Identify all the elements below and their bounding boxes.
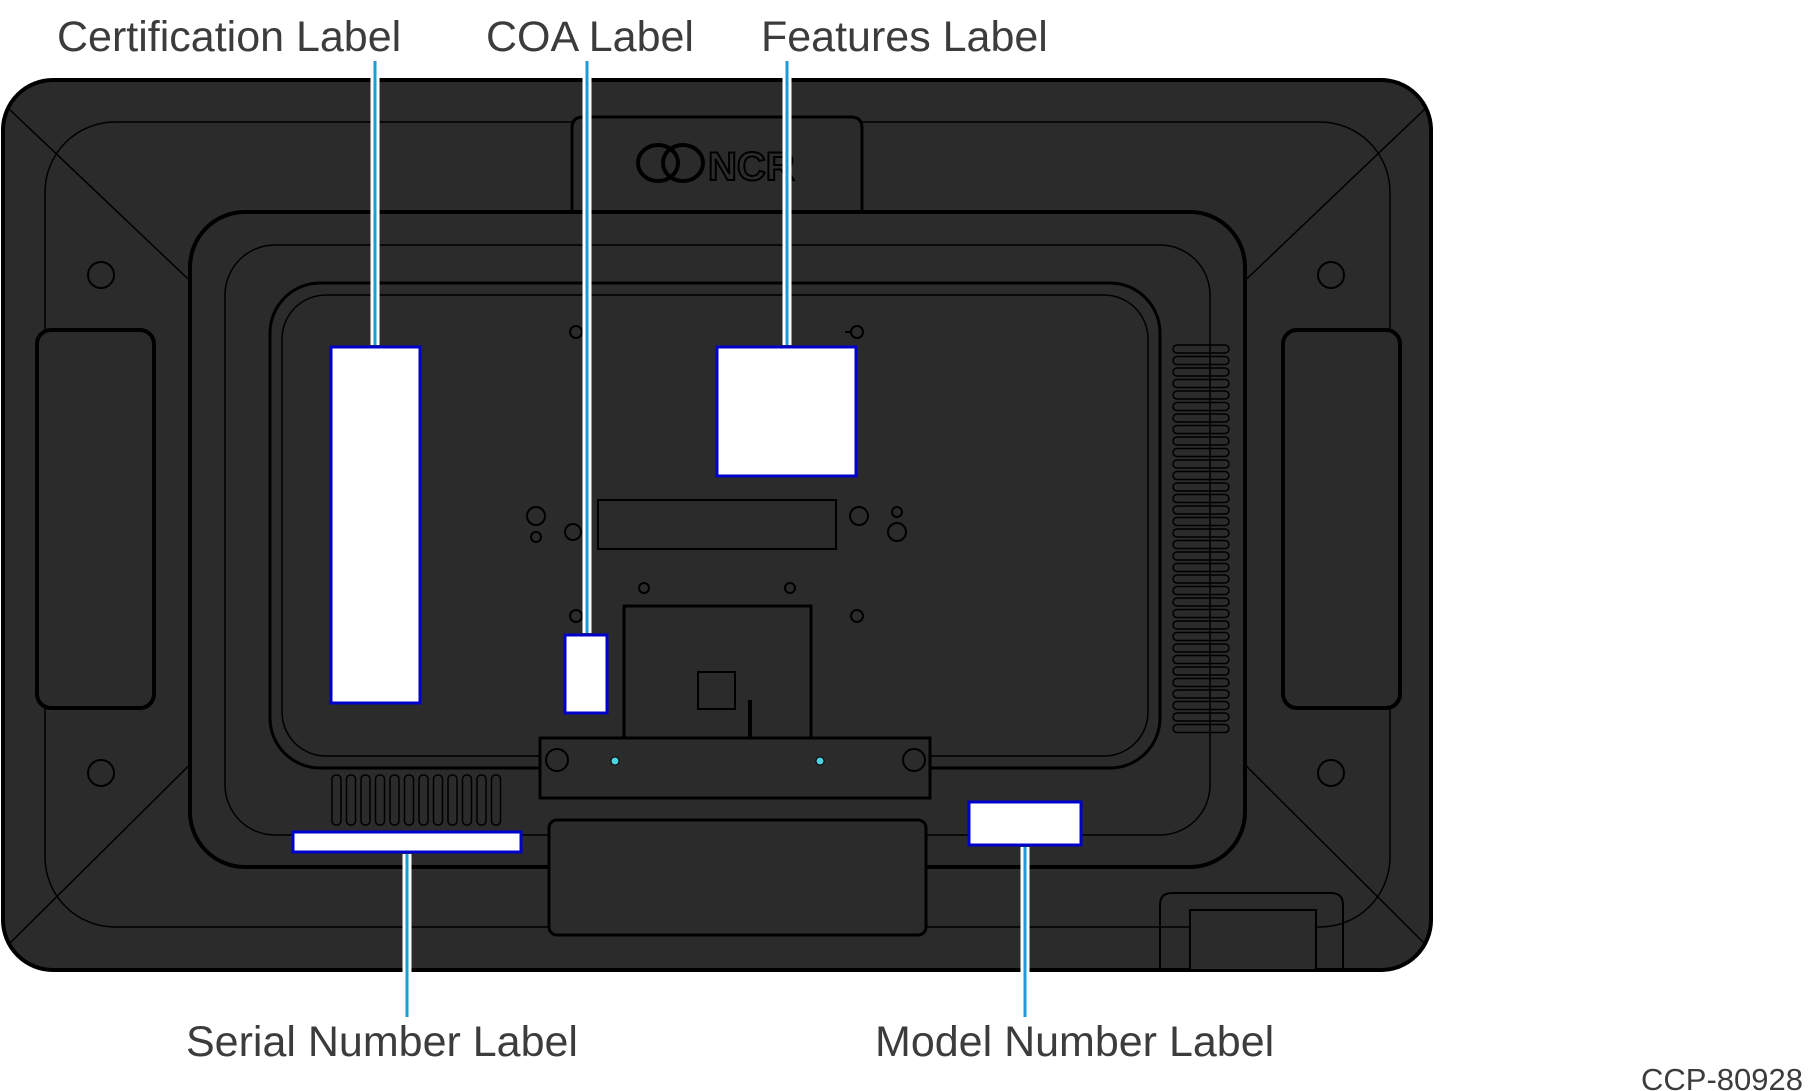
vent-slot — [345, 774, 357, 826]
indicator-led-left — [610, 756, 620, 766]
vent-slot — [389, 774, 400, 826]
vent-slot — [1172, 528, 1230, 538]
vent-slot — [1172, 470, 1230, 481]
vent-slot — [1172, 608, 1230, 619]
vent-slot — [1172, 390, 1230, 400]
model-number-label-callout: Model Number Label — [875, 1018, 1274, 1066]
vent-slot — [418, 774, 429, 826]
vent-slot — [1172, 413, 1230, 423]
vent-slot — [1172, 620, 1230, 630]
vent-slot — [1172, 562, 1230, 573]
screw-boss-tl — [87, 261, 115, 289]
vent-slot — [447, 774, 458, 826]
vent-slot — [1172, 712, 1230, 722]
vent-slot — [374, 774, 386, 826]
indicator-led-right — [815, 756, 825, 766]
vent-slot — [1172, 677, 1230, 688]
vent-slot — [490, 774, 502, 826]
vent-slot — [1172, 493, 1230, 504]
screw-boss-bl — [87, 759, 115, 787]
coa-label-callout: COA Label — [486, 13, 694, 61]
vent-slot — [1172, 344, 1230, 354]
stand-mount-clip — [697, 671, 736, 710]
vent-slot — [1172, 666, 1230, 676]
certification-label-sticker — [329, 345, 422, 705]
certification-label-callout: Certification Label — [57, 13, 401, 61]
vent-slot — [1172, 424, 1230, 435]
screw-boss-tr — [1317, 261, 1345, 289]
vent-slot — [1172, 631, 1230, 642]
port-housing-inner — [1189, 909, 1317, 971]
model-number-label-sticker — [967, 800, 1083, 847]
vent-slot — [1172, 597, 1230, 607]
vent-slot — [1172, 482, 1230, 492]
left-handle — [35, 328, 156, 710]
stand-base-plate — [538, 736, 932, 800]
vent-slot — [1172, 689, 1230, 699]
figure-id: CCP-80928 — [1641, 1062, 1803, 1091]
vent-slot — [403, 774, 415, 826]
vent-slot — [1172, 539, 1230, 550]
vent-slot — [1172, 723, 1230, 734]
coa-label-sticker — [563, 633, 609, 715]
vent-slot — [360, 774, 371, 826]
ncr-logo: NCR — [636, 143, 796, 190]
vent-slot — [1172, 436, 1230, 446]
vent-slot — [1172, 401, 1230, 412]
serial-number-label-callout: Serial Number Label — [186, 1018, 578, 1066]
vent-slot — [1172, 367, 1230, 377]
stand-screw-left — [545, 748, 569, 772]
vent-slot — [476, 774, 487, 826]
vent-slot — [1172, 654, 1230, 665]
vent-slot — [1172, 574, 1230, 584]
vent-slot — [1172, 700, 1230, 711]
features-label-sticker — [715, 345, 858, 478]
vent-slot — [1172, 551, 1230, 561]
vent-slot — [1172, 459, 1230, 469]
vent-slot — [1172, 516, 1230, 527]
ncr-logo-text: NCR — [708, 145, 795, 189]
vent-slot — [432, 774, 444, 826]
stand-mount — [622, 604, 813, 748]
serial-number-label-sticker — [291, 830, 523, 854]
right-handle — [1281, 328, 1402, 710]
right-vent-grille — [1172, 344, 1230, 734]
vent-slot — [1172, 643, 1230, 653]
vent-slot — [1172, 505, 1230, 515]
port-housing — [1159, 892, 1344, 968]
bottom-vent-slots — [331, 774, 502, 826]
features-label-callout: Features Label — [761, 13, 1048, 61]
vent-slot — [1172, 447, 1230, 458]
center-slot — [597, 499, 837, 550]
leader-lines — [370, 61, 1030, 1017]
stand-base-lower — [547, 818, 928, 937]
vent-slot — [331, 774, 342, 826]
vent-slot — [1172, 355, 1230, 366]
vent-slot — [1172, 378, 1230, 389]
screw-boss-br — [1317, 759, 1345, 787]
vent-slot — [1172, 585, 1230, 596]
mounting-holes — [526, 325, 907, 623]
stand-screw-right — [902, 748, 926, 772]
vent-slot — [461, 774, 473, 826]
